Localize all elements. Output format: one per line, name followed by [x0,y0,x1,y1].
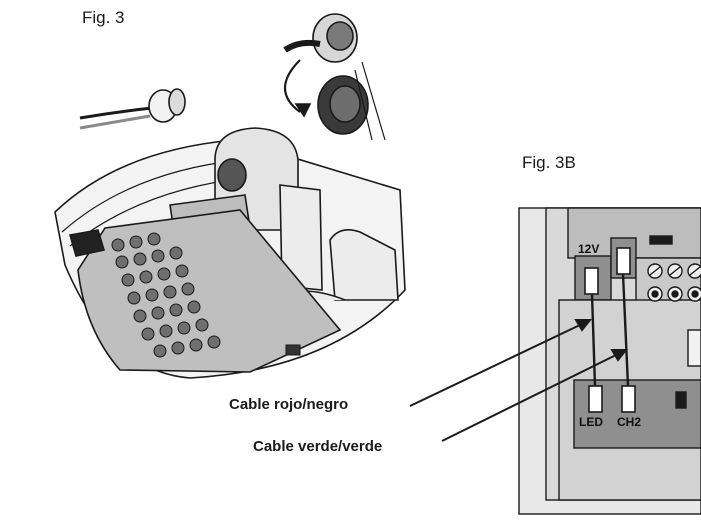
wire-red-black [590,293,597,387]
connector-label-led: LED [579,415,603,429]
led-cable [79,88,186,130]
fig3b-label: Fig. 3B [522,153,576,172]
wire-green-green [621,273,630,387]
housing-ribs [267,184,399,301]
fig3b-panel [518,207,701,515]
fig3b-wires [590,273,630,387]
leader-green-green [441,353,619,442]
pin-top [616,247,631,275]
connector-label-ch2: CH2 [617,415,641,429]
fig3-illustration [54,13,406,379]
leader-red-black [409,323,583,407]
terminal-block [111,232,301,358]
fig3-label: Fig. 3 [82,8,125,27]
screw-terminals [647,263,701,302]
connector-pins [584,247,636,413]
pin-led [588,385,603,413]
pin-12v [584,267,599,295]
pin-ch2 [621,385,636,413]
lens-cover-assembly [283,13,386,141]
callout-green-green-cable: Cable verde/verde [253,438,383,455]
connector-label-12v: 12V [578,242,599,256]
callout-red-black-cable: Cable rojo/negro [229,396,349,413]
leader-arrows [409,319,629,442]
